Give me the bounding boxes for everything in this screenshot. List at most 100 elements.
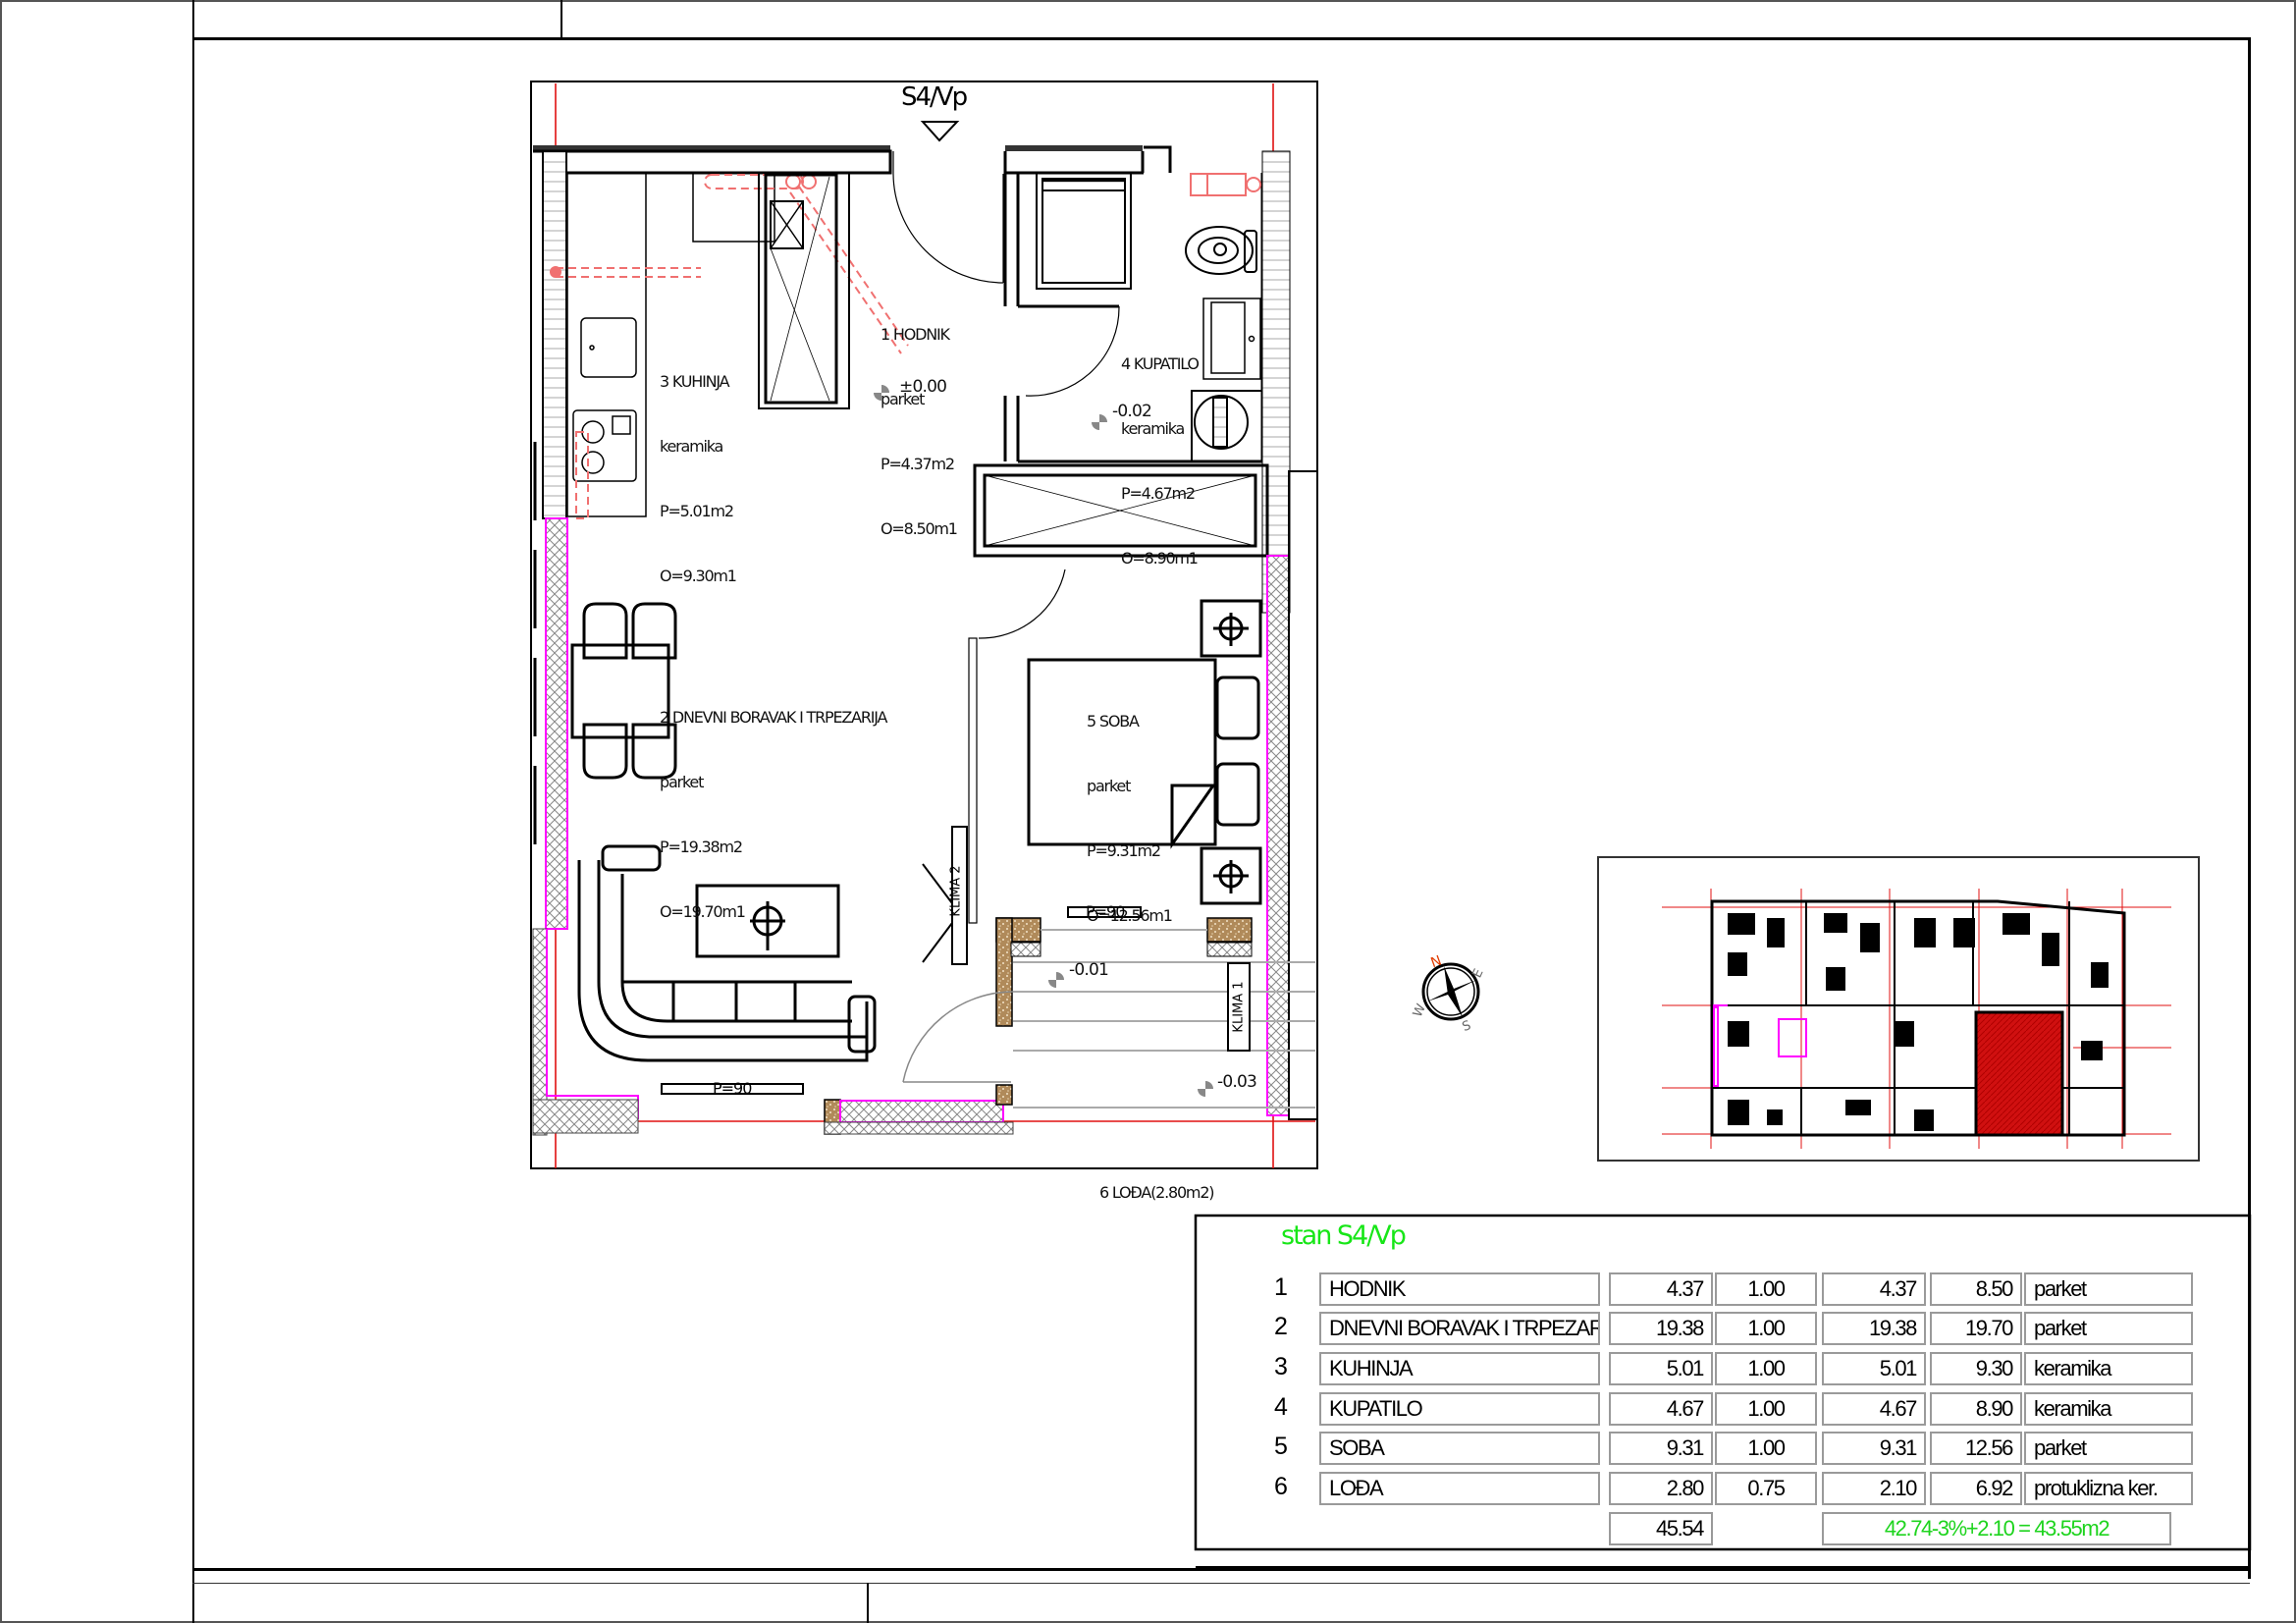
bathroom-door	[1025, 305, 1120, 397]
total-area-cell: 45.54	[1609, 1512, 1713, 1545]
room-label-lodja: 6 LOĐA(2.80m2)	[1099, 1139, 1215, 1225]
loggia-lines	[1013, 929, 1315, 1109]
axis-lines	[533, 83, 1315, 1168]
cell-name: HODNIK	[1319, 1272, 1600, 1306]
cell-area: 4.67	[1609, 1392, 1713, 1426]
cell-coef: 1.00	[1715, 1392, 1817, 1426]
footer-divider	[867, 1583, 869, 1623]
exterior-wall-top	[533, 145, 1145, 175]
coffee-table	[695, 884, 840, 958]
washbasin	[1202, 298, 1261, 380]
room-label-dnevni-boravak: 2 DNEVNI BORAVAK I TRPEZARIJA parket P=1…	[660, 664, 887, 945]
room-perimeter: O=19.70m1	[660, 902, 746, 921]
level-kupatilo: -0.02	[1112, 402, 1152, 421]
room-area: P=4.37m2	[881, 455, 955, 473]
radiator-1	[661, 1083, 804, 1095]
room-name: 2 DNEVNI BORAVAK I TRPEZARIJA	[660, 708, 887, 727]
bathtub	[1036, 172, 1132, 290]
installation-lines	[556, 174, 909, 519]
cell-floor: protuklizna ker.	[2024, 1472, 2193, 1505]
level-loggia-2: -0.03	[1217, 1072, 1257, 1092]
room-name: 5 SOBA	[1087, 712, 1140, 730]
level-markers	[874, 385, 1213, 1097]
cell-area: 2.80	[1609, 1472, 1713, 1505]
room-perimeter: O=8.90m1	[1121, 549, 1199, 568]
cell-perimeter: 12.56	[1930, 1432, 2022, 1465]
room-floor: parket	[660, 773, 704, 791]
room-area: P=19.38m2	[660, 838, 743, 856]
klima-2-unit	[922, 826, 968, 965]
klima-2-label: KLIMA 2	[948, 865, 964, 917]
cell-net: 19.38	[1822, 1312, 1926, 1345]
cell-floor: parket	[2024, 1432, 2193, 1465]
inner-frame-left	[192, 0, 194, 1623]
room-perimeter: O=8.50m1	[881, 519, 958, 538]
cell-coef: 1.00	[1715, 1312, 1817, 1345]
radiator-label-living: P=90	[713, 1079, 752, 1098]
bed	[1027, 599, 1262, 905]
footer-line	[192, 1583, 2250, 1584]
cell-perimeter: 8.90	[1930, 1392, 2022, 1426]
room-area: P=5.01m2	[660, 502, 734, 520]
ventilation-shaft-2	[973, 463, 1269, 558]
cell-coef: 1.00	[1715, 1272, 1817, 1306]
level-hodnik: ±0.00	[899, 377, 947, 397]
sheet-right-border	[2294, 0, 2296, 1623]
cell-name: DNEVNI BORAVAK I TRPEZARIJA	[1319, 1312, 1600, 1345]
entrance-marker	[920, 121, 960, 142]
cell-net: 2.10	[1822, 1472, 1926, 1505]
room-floor: keramika	[1121, 419, 1185, 438]
room-label-hodnik: 1 HODNIK parket P=4.37m2 O=8.50m1	[881, 281, 958, 562]
plan-border	[530, 81, 1318, 1169]
kitchen-counter	[566, 172, 775, 517]
room-floor: parket	[1087, 777, 1131, 795]
cell-net: 4.67	[1822, 1392, 1926, 1426]
room-name: 3 KUHINJA	[660, 372, 730, 391]
room-label-soba: 5 SOBA parket P=9.31m2 O=12.56m1	[1087, 668, 1173, 948]
key-plan-magenta	[1713, 1004, 1807, 1087]
cell-coef: 1.00	[1715, 1432, 1817, 1465]
klima-1-label: KLIMA 1	[1231, 981, 1247, 1033]
cell-coef: 0.75	[1715, 1472, 1817, 1505]
room-floor: keramika	[660, 437, 723, 456]
cell-floor: parket	[2024, 1312, 2193, 1345]
boiler	[1190, 173, 1261, 196]
washing-machine	[1191, 390, 1263, 462]
cell-floor: keramika	[2024, 1352, 2193, 1385]
room-name: 4 KUPATILO	[1121, 354, 1200, 373]
row-number: 5	[1274, 1433, 1288, 1460]
north-arrow-icon	[1421, 962, 1480, 1021]
room-table-frame	[1194, 1214, 2252, 1551]
key-plan-unit-highlight	[1974, 1010, 2064, 1137]
unit-code-label: S4/Vp	[901, 82, 968, 112]
toilet	[1185, 226, 1257, 275]
cell-floor: keramika	[2024, 1392, 2193, 1426]
total-formula-cell: 42.74-3%+2.10 = 43.55m2	[1822, 1512, 2171, 1545]
cell-area: 5.01	[1609, 1352, 1713, 1385]
radiator-label-bedroom: P=90	[1086, 902, 1125, 921]
room-label-kupatilo: 4 KUPATILO keramika P=4.67m2 O=8.90m1	[1121, 310, 1200, 591]
cell-net: 5.01	[1822, 1352, 1926, 1385]
cell-name: SOBA	[1319, 1432, 1600, 1465]
sofa	[577, 844, 877, 1062]
inner-frame-top	[192, 37, 2250, 40]
radiator-2	[1067, 906, 1142, 918]
cell-perimeter: 9.30	[1930, 1352, 2022, 1385]
row-number: 6	[1274, 1473, 1288, 1500]
cell-net: 4.37	[1822, 1272, 1926, 1306]
cell-coef: 1.00	[1715, 1352, 1817, 1385]
left-wall	[542, 150, 567, 519]
cell-floor: parket	[2024, 1272, 2193, 1306]
room-area: P=9.31m2	[1087, 841, 1161, 860]
klima-1-unit	[1227, 962, 1251, 1052]
balcony-door	[902, 991, 1014, 1083]
cell-area: 4.37	[1609, 1272, 1713, 1306]
header-divider	[561, 0, 562, 37]
cell-name: KUPATILO	[1319, 1392, 1600, 1426]
room-floor: parket	[881, 390, 925, 408]
room-perimeter: O=9.30m1	[660, 567, 737, 585]
inner-frame-right	[2248, 37, 2251, 1579]
room-name: 1 HODNIK	[881, 325, 950, 344]
level-loggia-1: -0.01	[1069, 960, 1109, 980]
